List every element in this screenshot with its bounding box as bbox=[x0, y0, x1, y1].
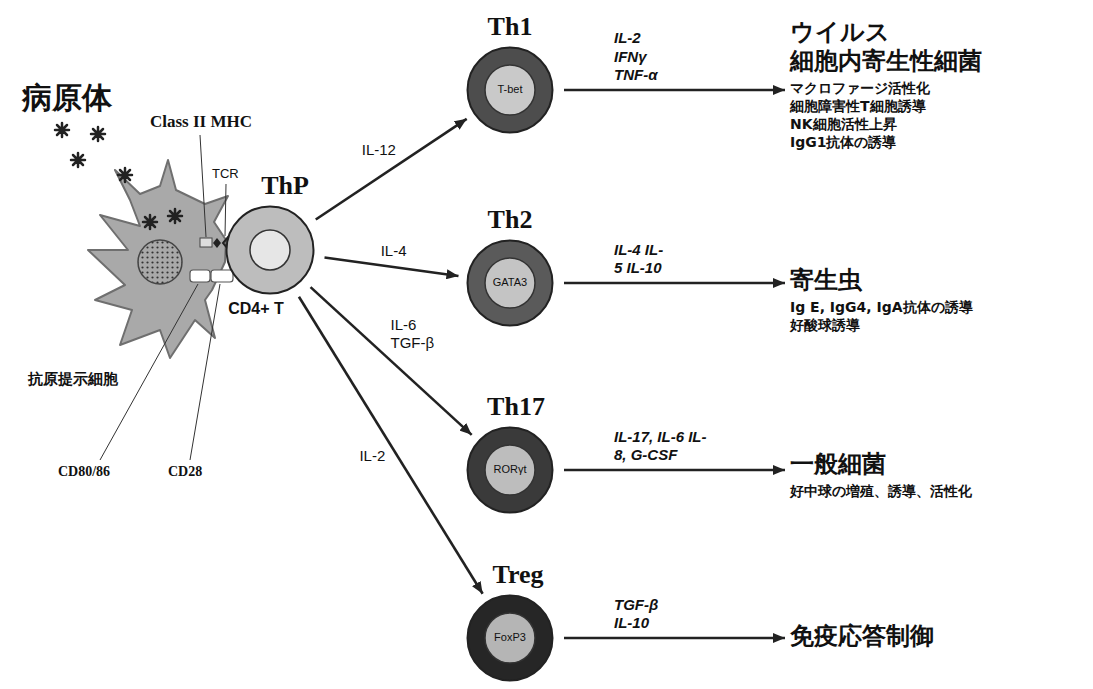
target-heading: 一般細菌 bbox=[790, 450, 972, 479]
pathogen-star bbox=[168, 209, 182, 223]
molecule-label: CD28 bbox=[168, 464, 202, 480]
transcription-factor: FoxP3 bbox=[494, 631, 526, 644]
molecule-label: TCR bbox=[212, 166, 239, 181]
cell-outline bbox=[225, 205, 315, 295]
effect-list: Ig E, IgG4, IgA抗体の誘導 好酸球誘導 bbox=[790, 298, 995, 334]
target-block: ウイルス 細胞内寄生性細菌マクロファージ活性化 細胞障害性T細胞誘導 NK細胞活… bbox=[790, 18, 995, 151]
cell-body bbox=[468, 428, 553, 513]
cell-body bbox=[468, 241, 553, 326]
pathogen-label: 病原体 bbox=[22, 78, 112, 119]
differentiation-arrow bbox=[564, 89, 785, 92]
cell-body bbox=[468, 48, 553, 133]
cytokine-label: IL-4 bbox=[379, 242, 409, 261]
cd80-86-molecule bbox=[190, 270, 210, 282]
pathogen-star bbox=[55, 123, 69, 137]
cell-nucleus bbox=[138, 240, 182, 284]
target-heading: 免疫応答制御 bbox=[790, 622, 934, 651]
target-heading: 寄生虫 bbox=[790, 266, 995, 295]
target-heading: ウイルス 細胞内寄生性細菌 bbox=[790, 18, 995, 76]
target-block: 免疫応答制御 bbox=[790, 622, 934, 651]
cytokine-label: TGF-β IL-10 bbox=[612, 596, 668, 634]
effect-list: マクロファージ活性化 細胞障害性T細胞誘導 NK細胞活性上昇 IgG1抗体の誘導 bbox=[790, 79, 955, 152]
pathogen-star bbox=[71, 153, 85, 167]
molecule-label: Class II MHC bbox=[150, 112, 252, 132]
helper-cell: Th2GATA3 bbox=[466, 239, 554, 327]
cytokine-label: IL-2 bbox=[357, 447, 387, 466]
cytokine-label: IL-6 TGF-β bbox=[388, 316, 442, 354]
transcription-factor: RORγt bbox=[494, 463, 527, 476]
cytokine-label: IL-12 bbox=[360, 141, 398, 160]
cell-name: Th17 bbox=[487, 393, 545, 422]
cytokine-label: IL-17, IL-6 IL-8, G-CSF bbox=[612, 428, 714, 466]
cell-nucleus bbox=[485, 258, 535, 308]
cell-nucleus bbox=[485, 613, 535, 663]
differentiation-arrow bbox=[564, 469, 785, 472]
cell-marker: CD4+ T bbox=[228, 299, 284, 318]
target-block: 一般細菌好中球の増殖、誘導、活性化 bbox=[790, 450, 972, 500]
antigen-diamond bbox=[213, 238, 221, 248]
molecule-label: CD80/86 bbox=[58, 464, 110, 480]
differentiation-arrow bbox=[564, 282, 785, 285]
differentiation-arrow bbox=[299, 297, 483, 594]
differentiation-arrow bbox=[316, 119, 467, 220]
leader-lines bbox=[100, 135, 226, 460]
helper-cell: Th17RORγt bbox=[466, 426, 554, 514]
effect-list: 好中球の増殖、誘導、活性化 bbox=[790, 482, 972, 500]
cell-nucleus bbox=[485, 65, 535, 115]
cd28-molecule bbox=[211, 270, 233, 282]
differentiation-arrow bbox=[564, 637, 785, 640]
cell-body bbox=[468, 596, 553, 681]
differentiation-arrow bbox=[311, 287, 472, 435]
leader-line bbox=[225, 184, 226, 236]
cell-body bbox=[227, 207, 314, 294]
cytokine-label: IL-4 IL-5 IL-10 bbox=[612, 241, 668, 279]
cytokine-label: IL-2 IFNγ TNF-α bbox=[612, 29, 668, 85]
cell-name: Treg bbox=[492, 561, 543, 590]
mhc-molecule bbox=[200, 238, 212, 247]
transcription-factor: T-bet bbox=[497, 83, 522, 96]
cell-name: Th1 bbox=[488, 13, 533, 42]
pathogen-star bbox=[91, 127, 105, 141]
pathogen-star bbox=[118, 168, 132, 182]
cell-label: 抗原提示細胞 bbox=[28, 370, 118, 389]
cell-name: ThP bbox=[261, 172, 309, 201]
leader-line bbox=[200, 135, 206, 237]
cell-nucleus bbox=[250, 230, 290, 270]
pathogen-group bbox=[55, 123, 182, 229]
target-block: 寄生虫 Ig E, IgG4, IgA抗体の誘導 好酸球誘導 bbox=[790, 266, 995, 334]
precursor-cell: ThPCD4+ T bbox=[225, 205, 315, 295]
cell-name: Th2 bbox=[488, 206, 533, 235]
regulatory-cell: TregFoxP3 bbox=[466, 594, 554, 682]
helper-cell: Th1T-bet bbox=[466, 46, 554, 134]
leader-line bbox=[190, 284, 220, 460]
cell-nucleus bbox=[485, 445, 535, 495]
transcription-factor: GATA3 bbox=[493, 276, 527, 289]
antigen-presenting-cell bbox=[88, 160, 228, 358]
pathogen-star bbox=[143, 215, 157, 229]
